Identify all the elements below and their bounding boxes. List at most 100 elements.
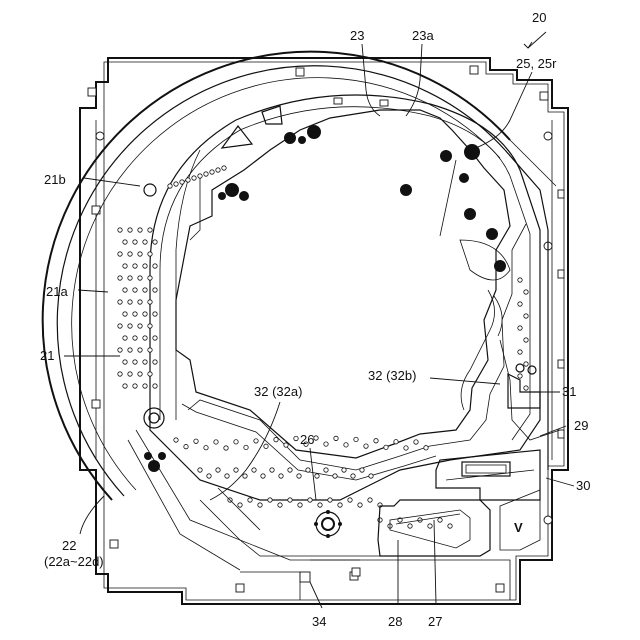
pin-dot (524, 338, 528, 342)
pin-dot (118, 324, 122, 328)
pin-dot (214, 440, 218, 444)
pin-dot (364, 444, 368, 448)
pin-dot (174, 182, 178, 186)
label-20: 20 (532, 10, 546, 25)
reference-labels: 20 23 23a 25, 25r 21b 21a 21 32 (32a) 32… (40, 10, 590, 629)
pin-dot (342, 468, 346, 472)
pin-dot (148, 228, 152, 232)
pin-dot (274, 437, 278, 441)
pin-dot (204, 445, 208, 449)
pin-dot (128, 324, 132, 328)
pin-dot (252, 468, 256, 472)
pin-dot (143, 336, 147, 340)
pin-dot (118, 372, 122, 376)
pin-dot (186, 178, 190, 182)
pin-dot (133, 240, 137, 244)
pin-dot (128, 300, 132, 304)
pin-dot (153, 264, 157, 268)
pin-dot (133, 384, 137, 388)
pin-dot (258, 503, 262, 507)
pin-dot (334, 436, 338, 440)
label-32b: 32 (32b) (368, 368, 416, 383)
pin-dot (153, 288, 157, 292)
pin-dot (524, 314, 528, 318)
pin-dot (123, 288, 127, 292)
label-23a: 23a (412, 28, 434, 43)
display-window (176, 110, 526, 480)
pin-dot (424, 446, 428, 450)
pin-dot (128, 372, 132, 376)
pin-dot (338, 503, 342, 507)
pin-dot (138, 324, 142, 328)
label-21b: 21b (44, 172, 66, 187)
pin-dot (148, 324, 152, 328)
pin-dot (404, 446, 408, 450)
pin-dot (238, 503, 242, 507)
pin-dot (123, 312, 127, 316)
inner-plate (190, 160, 456, 240)
label-27: 27 (428, 614, 442, 629)
pin-dot (148, 276, 152, 280)
label-23: 23 (350, 28, 364, 43)
pin-dot (174, 438, 178, 442)
pin-dot (261, 474, 265, 478)
pin-dot (143, 288, 147, 292)
pin-dot (384, 445, 388, 449)
pin-dot (168, 184, 172, 188)
pin-dot (153, 312, 157, 316)
pin-dot (123, 264, 127, 268)
pin-dot (288, 498, 292, 502)
pin-dot (148, 348, 152, 352)
pin-dot (123, 360, 127, 364)
pin-dot (148, 252, 152, 256)
pin-dot (378, 518, 382, 522)
label-21: 21 (40, 348, 54, 363)
pin-dot (279, 474, 283, 478)
pin-dot (148, 300, 152, 304)
pin-dot (148, 372, 152, 376)
pin-dot (234, 468, 238, 472)
pin-dot (324, 468, 328, 472)
pin-dot (344, 443, 348, 447)
pin-dot (297, 474, 301, 478)
pin-dot (138, 348, 142, 352)
pin-dot (143, 240, 147, 244)
pin-dot (268, 498, 272, 502)
pin-dot (153, 336, 157, 340)
label-31: 31 (562, 384, 576, 399)
pin-dot (133, 360, 137, 364)
pin-dot (143, 312, 147, 316)
label-21a: 21a (46, 284, 68, 299)
pin-dot (518, 374, 522, 378)
pin-dot (368, 498, 372, 502)
pin-dot (118, 300, 122, 304)
label-28: 28 (388, 614, 402, 629)
label-32a: 32 (32a) (254, 384, 302, 399)
pin-dot (524, 290, 528, 294)
pin-dot (518, 278, 522, 282)
pin-dot (448, 524, 452, 528)
pin-dot (153, 384, 157, 388)
pin-dot (118, 348, 122, 352)
plate-holes (88, 66, 564, 592)
pin-dot (194, 439, 198, 443)
svg-text:V: V (514, 520, 523, 535)
pin-dot (192, 176, 196, 180)
pin-dot (369, 474, 373, 478)
pin-dot (207, 474, 211, 478)
pin-dot (428, 524, 432, 528)
pin-dot (518, 326, 522, 330)
pin-dot (306, 468, 310, 472)
pin-dot (153, 360, 157, 364)
pin-dot (270, 468, 274, 472)
pin-dot (318, 503, 322, 507)
pin-dot (524, 362, 528, 366)
pin-dot (138, 252, 142, 256)
pin-dot (438, 518, 442, 522)
pin-dot (118, 252, 122, 256)
pin-dot (328, 498, 332, 502)
pin-dot (348, 498, 352, 502)
pin-dot (264, 444, 268, 448)
pin-dot (138, 276, 142, 280)
